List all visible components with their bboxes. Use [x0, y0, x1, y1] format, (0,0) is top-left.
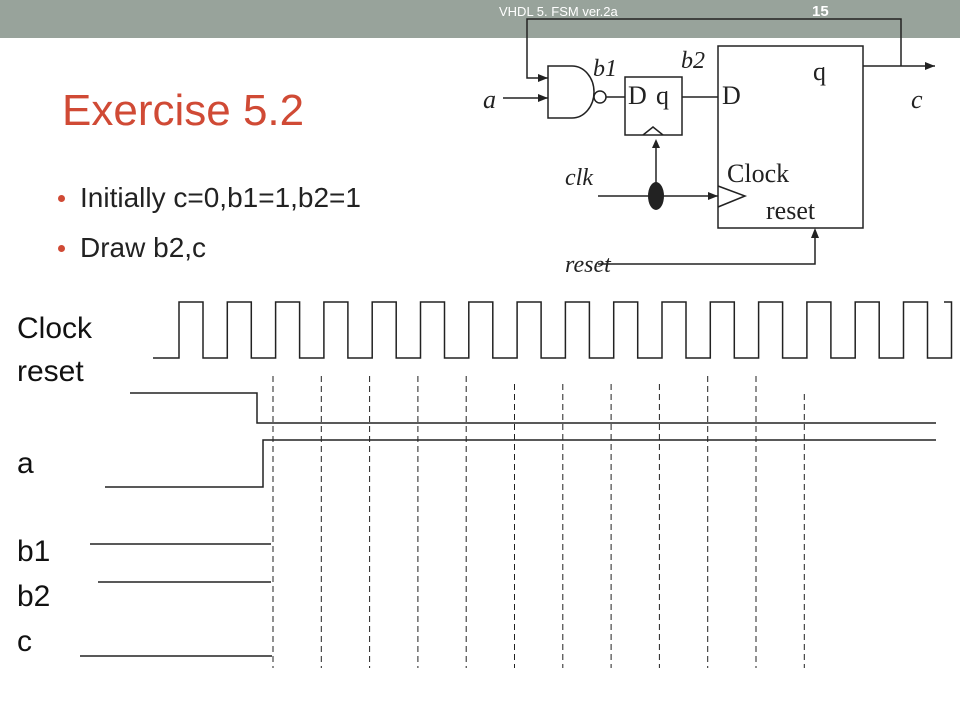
bullet-item: Initially c=0,b1=1,b2=1 — [58, 178, 361, 228]
feedback-wire — [526, 18, 902, 79]
reset-waveform — [130, 392, 936, 424]
label-c: c — [911, 85, 923, 114]
clock-waveform — [153, 301, 953, 359]
label-ff1-q: q — [656, 81, 669, 110]
signal-label-reset: reset — [17, 355, 84, 388]
a-waveform — [105, 439, 936, 488]
page-number: 15 — [812, 3, 829, 20]
arrow-icon — [652, 139, 660, 148]
ff2-clock-mark — [717, 185, 748, 208]
signal-label-clock: Clock — [17, 312, 93, 345]
arrow-icon — [708, 192, 718, 200]
flipflop-2 — [717, 45, 864, 229]
signal-label-b1: b1 — [17, 535, 51, 568]
signal-label-c: c — [17, 625, 32, 658]
signal-label-a: a — [17, 447, 34, 480]
arrow-icon — [538, 94, 548, 102]
flipflop-1 — [624, 76, 683, 136]
slide-footer: VHDL 5. FSM ver.2a — [499, 4, 618, 19]
label-a: a — [483, 85, 496, 114]
bullet-dot-icon — [58, 245, 65, 252]
label-b1: b1 — [593, 56, 617, 82]
arrow-icon — [538, 74, 548, 82]
ff1-clock-mark — [642, 126, 664, 136]
bullet-list: Initially c=0,b1=1,b2=1 Draw b2,c — [58, 178, 361, 278]
slide-title: Exercise 5.2 — [62, 86, 305, 135]
bullet-text: Initially c=0,b1=1,b2=1 — [80, 182, 361, 213]
clk-junction-dot — [648, 182, 664, 210]
nand-gate — [547, 65, 595, 119]
bullet-item: Draw b2,c — [58, 228, 361, 278]
label-ff2-d: D — [722, 81, 741, 110]
reset-wire — [598, 236, 816, 265]
signal-label-b2: b2 — [17, 580, 51, 613]
label-ff1-d: D — [628, 81, 647, 110]
label-ff2-reset: reset — [766, 196, 816, 225]
arrow-icon — [811, 228, 819, 238]
label-ff2-clock: Clock — [727, 159, 789, 188]
label-clk: clk — [565, 165, 593, 191]
bullet-text: Draw b2,c — [80, 232, 207, 263]
label-ff2-q: q — [813, 57, 826, 86]
label-b2: b2 — [681, 48, 705, 74]
arrow-icon — [925, 62, 935, 70]
label-reset: reset — [565, 252, 612, 278]
bullet-dot-icon — [58, 195, 65, 202]
